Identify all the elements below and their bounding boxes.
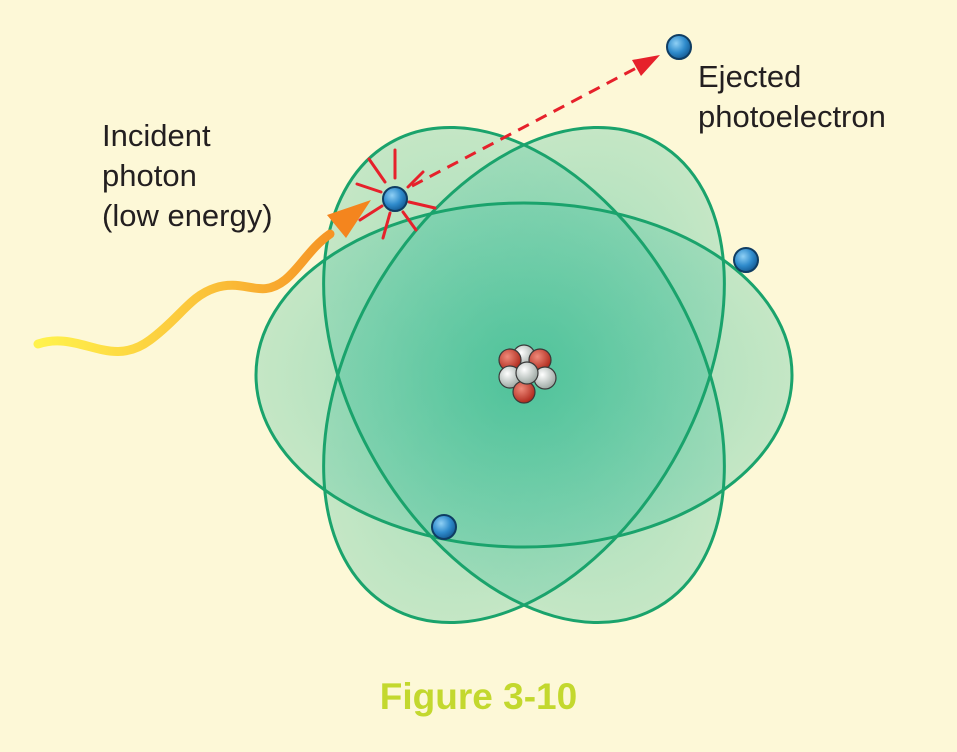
ejected-label-line: photoelectron: [698, 99, 886, 134]
ejected-label-line: Ejected: [698, 59, 802, 94]
incident-label-line: (low energy): [102, 198, 273, 233]
orbit-ring: [322, 125, 726, 625]
electrons: [382, 34, 759, 540]
incident-label-line: photon: [102, 158, 197, 193]
incident-photon-label: Incident photon (low energy): [102, 116, 273, 236]
figure-caption: Figure 3-10: [379, 676, 578, 717]
wavy-photon-arrow-icon: [33, 200, 371, 356]
electron-icon: [733, 247, 759, 273]
incident-label-line: Incident: [102, 118, 211, 153]
dashed-arrow-icon: [411, 55, 660, 188]
nucleus-icon: [498, 344, 557, 404]
orbit-ring: [322, 125, 726, 625]
ejected-photoelectron-label: Ejected photoelectron: [698, 57, 886, 137]
electron-icon: [431, 514, 457, 540]
impact-burst-icon: [355, 148, 437, 240]
electron-icon: [666, 34, 692, 60]
orbit-ring: [254, 201, 794, 549]
electron-icon: [382, 186, 408, 212]
